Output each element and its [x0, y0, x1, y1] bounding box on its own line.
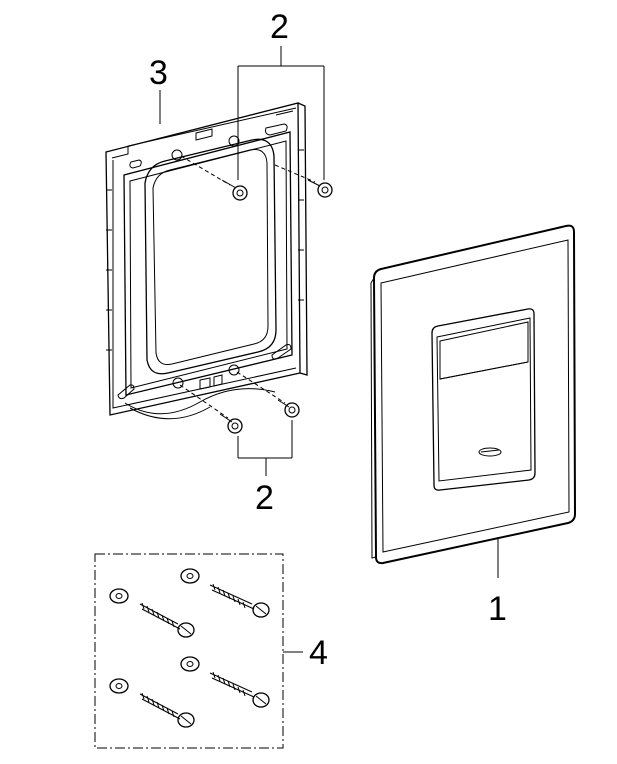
callout-screws-top: 2 [270, 8, 289, 46]
fixing-screws-bottom [179, 371, 300, 434]
leader-top-two [237, 46, 325, 180]
fixing-screws-top [180, 155, 333, 201]
flush-plate [370, 224, 577, 565]
callout-screws-bottom: 2 [255, 479, 274, 517]
callout-mounting-frame: 3 [149, 54, 168, 92]
wall-plug-screw-set [94, 553, 284, 749]
leader-bottom-two [237, 420, 293, 476]
callout-screw-kit: 4 [309, 634, 328, 672]
mounting-frame [105, 102, 308, 420]
callout-flush-plate: 1 [488, 590, 507, 628]
